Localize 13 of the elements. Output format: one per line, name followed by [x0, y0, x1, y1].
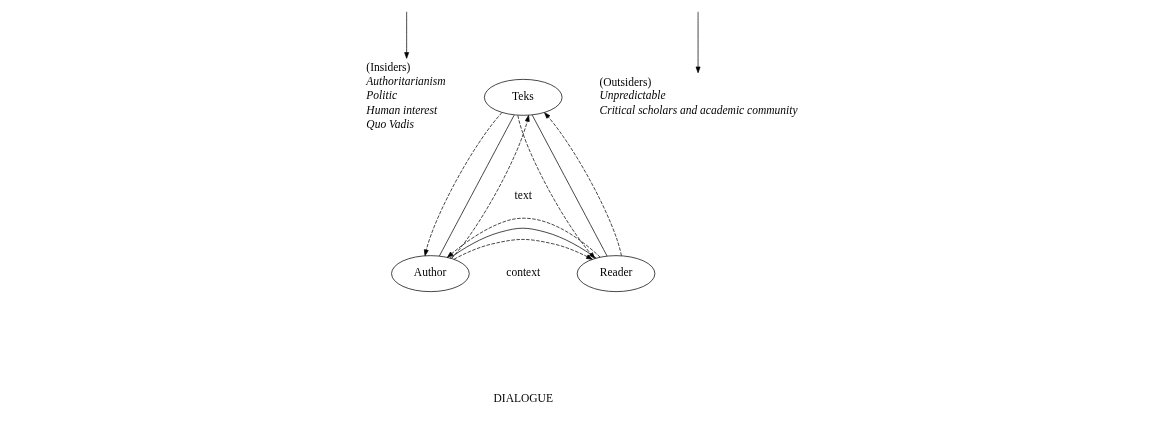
- label: text: [514, 188, 532, 201]
- node-text: (Insiders) Authoritarianism Politic Human interest Quo Vadis: [366, 61, 446, 131]
- arrow: [695, 11, 701, 74]
- label: context: [506, 266, 541, 279]
- arrow: [453, 239, 593, 260]
- node-ellipse: Author: [391, 255, 470, 292]
- connector: [439, 114, 515, 257]
- arrow: [451, 115, 530, 259]
- label: DIALOGUE: [493, 391, 553, 404]
- arrow: [423, 112, 503, 257]
- node-ellipse: Teks: [484, 79, 563, 116]
- arrow: [404, 11, 410, 59]
- node-text: (Outsiders) Unpredictable Critical scholars and academic community: [599, 75, 798, 116]
